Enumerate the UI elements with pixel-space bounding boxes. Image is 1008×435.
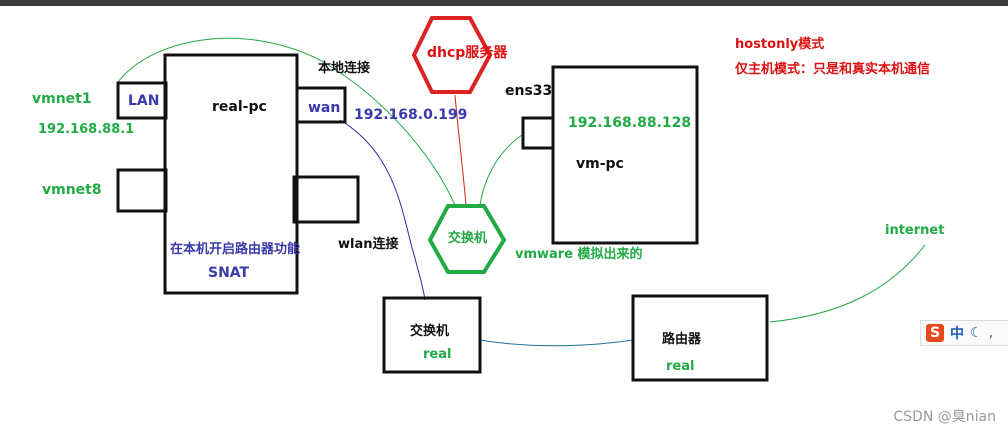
real-switch-box [382, 296, 482, 374]
ime-language-toggle[interactable]: 中 [950, 326, 964, 342]
real-pc-label: real-pc [212, 99, 267, 115]
lan-label: LAN [128, 93, 160, 109]
sogou-logo-icon[interactable]: S [926, 324, 944, 342]
link-router-to-internet [769, 244, 926, 323]
vmnet1-label: vmnet1 [32, 91, 92, 107]
link-wan-to-real-switch [339, 119, 426, 301]
real-pc-box [163, 53, 299, 295]
moon-icon[interactable]: ☾ [970, 325, 983, 341]
real-switch-label: 交换机 [410, 324, 450, 339]
wan-ip-label: 192.168.0.199 [354, 107, 468, 123]
wlan-port [292, 175, 360, 224]
local-connection-label: 本地连接 [318, 61, 371, 76]
link-real-switch-to-router [479, 339, 634, 347]
ime-toolbar[interactable]: S 中 ☾ , [920, 320, 1008, 346]
link-lan-to-switch [117, 37, 456, 206]
hostonly-title: hostonly模式 [735, 37, 825, 52]
router-sub-label: real [666, 359, 695, 374]
vmnet8-label: vmnet8 [42, 182, 102, 198]
router-box [631, 294, 769, 382]
lan-port [116, 81, 168, 120]
wan-port [295, 86, 347, 124]
wlan-connection-label: wlan连接 [338, 237, 399, 252]
virtual-switch-label: 交换机 [448, 231, 488, 246]
link-dhcp-to-switch [454, 94, 467, 206]
top-bar [0, 0, 1008, 6]
vm-pc-box [551, 65, 699, 245]
internet-label: internet [885, 223, 945, 238]
ens33-port [521, 116, 555, 150]
dhcp-server-label: dhcp服务器 [427, 45, 508, 61]
csdn-watermark: CSDN @臭nian [893, 409, 996, 425]
real-switch-sub-label: real [423, 347, 452, 362]
vmnet8-port [116, 168, 168, 213]
vm-pc-label: vm-pc [576, 156, 624, 172]
router-label: 路由器 [662, 332, 702, 347]
dhcp-hexagon [411, 16, 493, 94]
hostonly-description: 仅主机模式：只是和真实本机通信 [735, 62, 931, 77]
wan-label: wan [308, 100, 341, 116]
vm-ip-label: 192.168.88.128 [568, 115, 692, 131]
punctuation-icon[interactable]: , [988, 325, 994, 341]
router-function-note: 在本机开启路由器功能 [170, 242, 301, 257]
snat-label: SNAT [208, 265, 250, 281]
ens33-label: ens33 [505, 83, 553, 99]
virtual-switch-hexagon [427, 204, 507, 274]
link-ens33-to-switch [479, 134, 523, 206]
vmnet1-ip-label: 192.168.88.1 [38, 122, 135, 137]
vmware-simulated-note: vmware 模拟出来的 [515, 247, 643, 262]
